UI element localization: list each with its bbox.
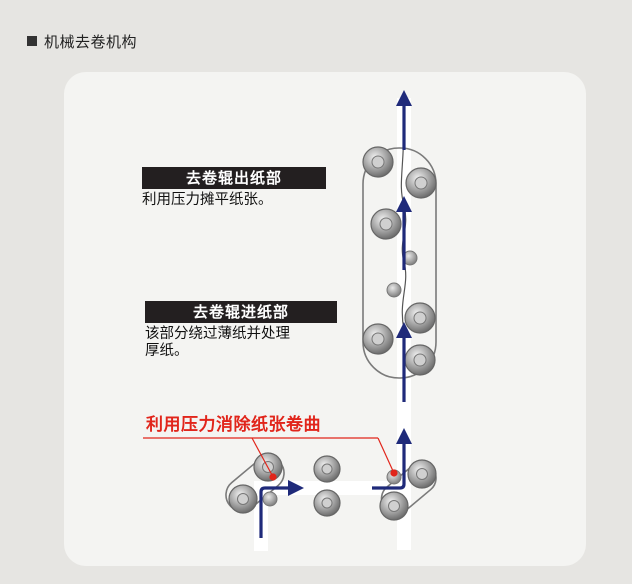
exit-roller-top-right <box>405 167 437 199</box>
exit-section-desc-text: 利用压力摊平纸张。 <box>142 192 273 208</box>
decurl-belt-right <box>379 459 437 521</box>
entry-section-label: 去卷辊进纸部 <box>145 301 337 323</box>
entry-section-desc-line2: 厚纸。 <box>145 343 189 359</box>
exit-roller-mid-left <box>370 208 402 240</box>
entry-section-desc-line1: 该部分绕过薄纸并处理 <box>145 326 290 342</box>
section-title-text: 机械去卷机构 <box>44 33 138 51</box>
entry-section-label-text: 去卷辊进纸部 <box>192 303 289 321</box>
exit-section-label-text: 去卷辊出纸部 <box>185 169 282 187</box>
exit-section-label: 去卷辊出纸部 <box>142 167 326 189</box>
middle-roller-pair <box>313 455 341 517</box>
entry-section-desc: 该部分绕过薄纸并处理 厚纸。 <box>145 326 290 360</box>
decurl-label: 利用压力消除纸张卷曲 <box>146 410 321 435</box>
entry-roller-left <box>362 323 394 355</box>
decurl-leader-lines <box>143 437 398 481</box>
exit-roller-small-left <box>386 282 402 298</box>
section-title: 机械去卷机构 <box>27 31 137 52</box>
entry-roller-right-upper <box>404 302 436 334</box>
exit-roller-top-left <box>362 146 394 178</box>
exit-section-desc: 利用压力摊平纸张。 <box>142 192 273 209</box>
exit-belt <box>362 147 437 379</box>
bullet-square-icon <box>27 36 37 46</box>
arrow-bottom-left <box>259 480 304 538</box>
entry-roller-right-lower <box>404 344 436 376</box>
arrow-bottom-right <box>372 428 412 490</box>
flow-arrows <box>259 90 412 538</box>
decurl-label-text: 利用压力消除纸张卷曲 <box>146 415 321 435</box>
